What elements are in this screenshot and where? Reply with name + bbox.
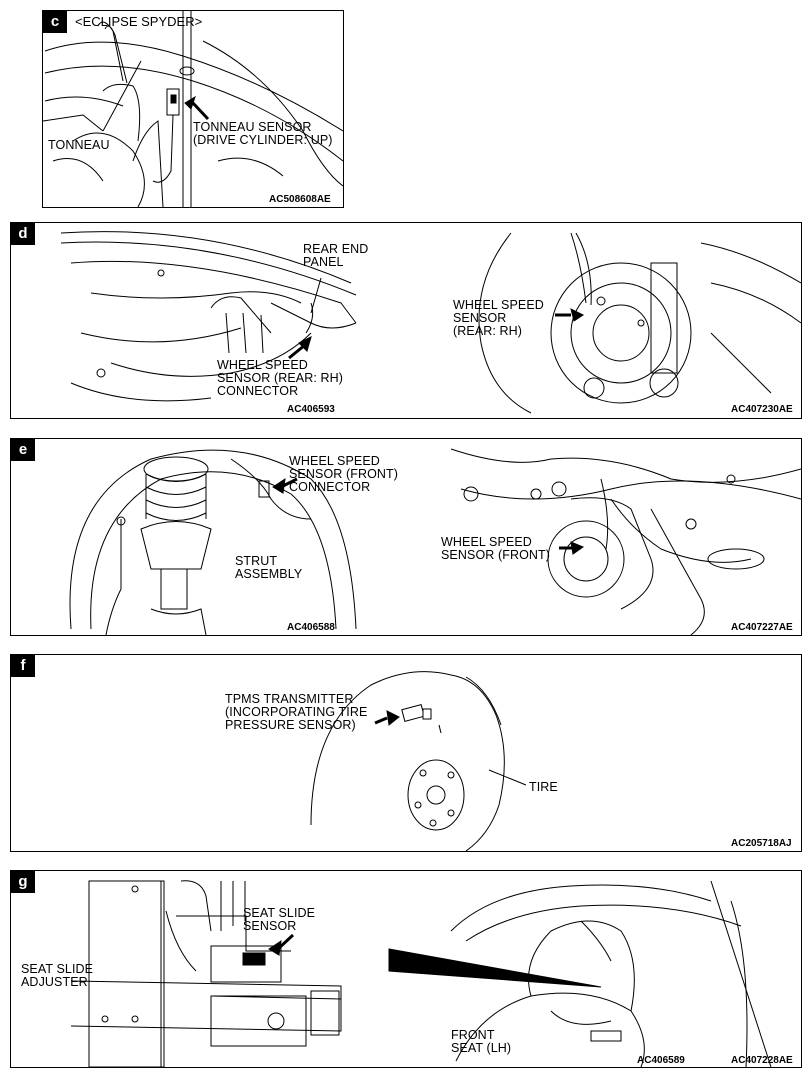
panel-f: f TPMS TRANSMITTER (INCORPORATING TIRE P… [10,654,802,852]
strut-assembly-label: STRUT ASSEMBLY [235,554,303,581]
figure-code: AC407230AE [731,404,793,415]
panel-tag: d [11,223,35,245]
figure-code: AC205718AJ [731,838,792,849]
figure-code: AC508608AE [269,194,331,205]
rear-wheel-speed-sensor-label: WHEEL SPEED SENSOR (REAR: RH) [453,298,544,338]
front-strut-illustration [11,439,801,635]
panel-heading: <ECLIPSE SPYDER> [75,14,203,29]
panel-g: g SEAT SLIDE ADJUSTER SEAT SLIDE SENSOR … [10,870,802,1068]
tpms-transmitter-label: TPMS TRANSMITTER (INCORPORATING TIRE PRE… [225,692,368,732]
figure-code: AC406588 [287,622,335,633]
panel-tag: c [43,11,67,33]
tonneau-illustration [43,11,343,207]
seat-slide-sensor-label: SEAT SLIDE SENSOR [243,906,316,933]
panel-tag: g [11,871,35,893]
figure-code: AC407228AE [731,1055,793,1066]
rear-end-panel-label: REAR END PANEL [303,242,369,269]
figure-code: AC406593 [287,404,335,415]
figure-code: AC407227AE [731,622,793,633]
tonneau-sensor-label: TONNEAU SENSOR (DRIVE CYLINDER: UP) [193,120,333,147]
panel-d: d REAR END PANEL WHEEL SPEED SENSOR (REA [10,222,802,419]
panel-c: c <ECLIPSE SPYDER> TONNEAU TONNEAU SENSO… [42,10,344,208]
figure-code: AC406589 [637,1055,685,1066]
tire-illustration [11,655,801,851]
rear-end-illustration [11,223,801,418]
panel-tag: f [11,655,35,677]
rear-wheel-speed-connector-label: WHEEL SPEED SENSOR (REAR: RH) CONNECTOR [217,358,344,398]
seat-slide-illustration [11,871,801,1067]
panel-tag: e [11,439,35,461]
front-wheel-speed-sensor-label: WHEEL SPEED SENSOR (FRONT) [441,535,551,562]
seat-slide-adjuster-label: SEAT SLIDE ADJUSTER [21,962,94,989]
panel-e: e WHEEL SPEED SENSOR (FRONT) CONNECTOR S… [10,438,802,636]
tonneau-label: TONNEAU [48,138,110,152]
tire-label: TIRE [529,780,558,794]
front-seat-label: FRONT SEAT (LH) [451,1028,512,1055]
front-wheel-speed-connector-label: WHEEL SPEED SENSOR (FRONT) CONNECTOR [289,454,399,494]
